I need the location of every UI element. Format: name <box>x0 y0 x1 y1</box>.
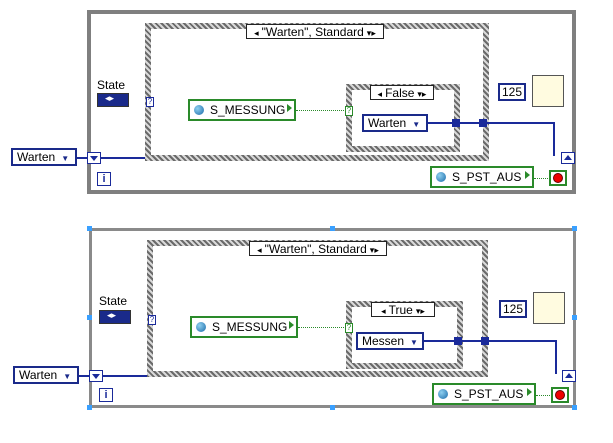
selection-handle[interactable] <box>572 405 577 410</box>
state-enum-inner-top[interactable]: Warten▼ <box>362 114 428 132</box>
enum-wire <box>487 122 555 124</box>
state-label-top: State <box>97 78 126 92</box>
selection-handle[interactable] <box>87 226 92 231</box>
state-enum-constant-bottom[interactable]: Warten▼ <box>13 366 79 384</box>
dropdown-arrow-icon[interactable]: ▼ <box>63 372 72 381</box>
globe-icon <box>436 172 446 182</box>
shift-register-right-top[interactable] <box>561 152 575 164</box>
case-selector-bottom[interactable]: ◂"Warten", Standard▾▸ <box>249 241 387 256</box>
state-enum-inner-bottom[interactable]: Messen▼ <box>356 332 424 350</box>
tunnel-inner-bottom <box>454 337 462 345</box>
case-selector-top[interactable]: ◂"Warten", Standard▾▸ <box>246 24 384 39</box>
dropdown-arrow-icon[interactable]: ▾▸ <box>369 245 379 255</box>
while-loop-top[interactable] <box>87 10 576 194</box>
enum-wire <box>77 157 87 159</box>
tunnel-outer-bottom <box>481 337 489 345</box>
dropdown-arrow-icon[interactable]: ▾▸ <box>417 89 427 99</box>
decrement-arrow-icon[interactable]: ◂ <box>257 245 262 255</box>
enum-wire <box>103 375 147 377</box>
enum-wire <box>489 340 557 342</box>
wait-ms-constant-top[interactable]: 125 <box>498 83 527 101</box>
selection-handle[interactable] <box>572 315 577 320</box>
case-selector-terminal-bottom[interactable]: ? <box>148 315 156 325</box>
stop-terminal-icon[interactable] <box>549 170 567 186</box>
inner-case-selector-bottom[interactable]: ◂True▾▸ <box>371 302 435 317</box>
case-selector-terminal-top[interactable]: ? <box>146 97 154 107</box>
global-variable-pst-aus-bottom[interactable]: S_PST_AUS <box>432 383 536 405</box>
tunnel-inner-top <box>452 119 460 127</box>
global-variable-messung-bottom[interactable]: S_MESSUNG <box>190 316 298 338</box>
boolean-wire <box>536 395 550 396</box>
selection-handle[interactable] <box>87 405 92 410</box>
output-terminal-icon <box>289 321 294 329</box>
inner-case-selector-terminal-bottom[interactable]: ? <box>345 323 353 333</box>
iteration-terminal-bottom: i <box>99 388 113 402</box>
output-terminal-icon <box>527 388 532 396</box>
globe-icon <box>194 105 204 115</box>
tunnel-outer-top <box>479 119 487 127</box>
decrement-arrow-icon[interactable]: ◂ <box>254 28 259 38</box>
decrement-arrow-icon[interactable]: ◂ <box>381 306 386 316</box>
enum-wire <box>79 375 89 377</box>
selection-handle[interactable] <box>87 315 92 320</box>
state-shift-register-bottom[interactable] <box>99 310 131 324</box>
global-variable-messung-top[interactable]: S_MESSUNG <box>188 99 296 121</box>
selection-handle[interactable] <box>330 226 335 231</box>
wait-ms-constant-bottom[interactable]: 125 <box>499 300 528 318</box>
wait-metronome-icon[interactable] <box>532 75 564 107</box>
output-terminal-icon <box>287 104 292 112</box>
enum-wire <box>101 157 145 159</box>
boolean-wire <box>296 110 346 111</box>
enum-wire <box>555 340 557 374</box>
enum-wire <box>462 340 482 342</box>
dropdown-arrow-icon[interactable]: ▼ <box>61 154 70 163</box>
inner-case-selector-terminal-top[interactable]: ? <box>345 106 353 116</box>
shift-register-left-bottom[interactable] <box>89 370 103 382</box>
global-variable-pst-aus-top[interactable]: S_PST_AUS <box>430 166 534 188</box>
decrement-arrow-icon[interactable]: ◂ <box>377 89 383 99</box>
selection-handle[interactable] <box>572 226 577 231</box>
dropdown-arrow-icon[interactable]: ▾▸ <box>415 306 425 316</box>
state-label-bottom: State <box>99 294 128 308</box>
wait-metronome-icon[interactable] <box>533 292 565 324</box>
dropdown-arrow-icon[interactable]: ▼ <box>412 120 421 129</box>
state-shift-register-top[interactable] <box>97 93 129 107</box>
boolean-wire <box>534 178 548 179</box>
enum-wire <box>460 122 484 124</box>
output-terminal-icon <box>525 171 530 179</box>
globe-icon <box>196 322 206 332</box>
stop-terminal-icon[interactable] <box>551 387 569 403</box>
dropdown-arrow-icon[interactable]: ▼ <box>410 338 418 347</box>
inner-case-selector-top[interactable]: ◂False▾▸ <box>370 85 434 100</box>
boolean-wire <box>298 327 346 328</box>
selection-handle[interactable] <box>330 405 335 410</box>
state-enum-constant-top[interactable]: Warten▼ <box>11 148 77 166</box>
shift-register-right-bottom[interactable] <box>562 370 576 382</box>
enum-wire <box>553 122 555 156</box>
iteration-terminal-top: i <box>97 172 111 186</box>
dropdown-arrow-icon[interactable]: ▾▸ <box>366 28 376 38</box>
enum-wire <box>428 122 454 124</box>
enum-wire <box>424 340 454 342</box>
globe-icon <box>438 389 448 399</box>
shift-register-left-top[interactable] <box>87 152 101 164</box>
